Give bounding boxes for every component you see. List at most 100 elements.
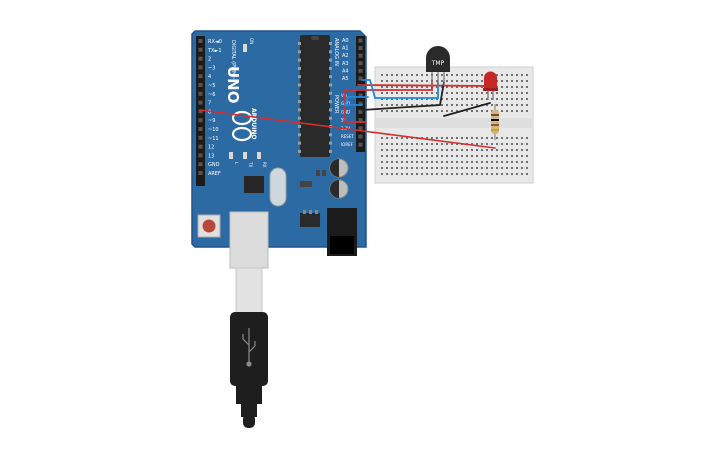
breadboard-hole	[501, 104, 503, 106]
breadboard-hole	[421, 92, 423, 94]
breadboard-hole	[406, 104, 408, 106]
breadboard-hole	[471, 86, 473, 88]
pin-hole	[198, 127, 203, 131]
digital-pin-label: ~11	[208, 136, 219, 142]
breadboard-hole	[496, 74, 498, 76]
digital-pin-label: GND	[208, 162, 220, 168]
digital-pin-label: 8	[208, 109, 211, 115]
breadboard-hole	[441, 110, 443, 112]
breadboard-hole	[526, 80, 528, 82]
breadboard-hole	[511, 137, 513, 139]
smd-component	[300, 181, 312, 187]
breadboard-hole	[421, 149, 423, 151]
breadboard-hole	[431, 143, 433, 145]
breadboard-hole	[391, 74, 393, 76]
breadboard-hole	[471, 137, 473, 139]
breadboard-hole	[476, 86, 478, 88]
breadboard-hole	[396, 143, 398, 145]
breadboard-hole	[446, 92, 448, 94]
breadboard-hole	[416, 104, 418, 106]
breadboard-hole	[471, 161, 473, 163]
breadboard-hole	[521, 104, 523, 106]
wire-blue	[343, 96, 369, 106]
analog-pin-label: A2	[342, 53, 349, 59]
breadboard-hole	[406, 98, 408, 100]
breadboard-hole	[521, 143, 523, 145]
breadboard-hole	[416, 143, 418, 145]
breadboard-hole	[461, 137, 463, 139]
pin-hole	[358, 93, 363, 98]
breadboard-hole	[496, 167, 498, 169]
breadboard-hole	[496, 161, 498, 163]
pin-hole	[198, 47, 203, 52]
reset-button[interactable]	[197, 214, 221, 238]
breadboard-hole	[416, 86, 418, 88]
crystal-oscillator	[269, 167, 287, 207]
wire-red	[357, 84, 496, 87]
breadboard-hole	[451, 137, 453, 139]
breadboard-hole	[401, 104, 403, 106]
breadboard-hole	[481, 143, 483, 145]
wires	[199, 79, 496, 149]
l-led	[229, 152, 233, 159]
breadboard-hole	[521, 137, 523, 139]
breadboard-hole	[476, 173, 478, 175]
breadboard-hole	[406, 167, 408, 169]
breadboard-hole	[451, 155, 453, 157]
chip-pin	[298, 108, 301, 112]
pin-hole	[198, 171, 203, 175]
breadboard-hole	[526, 86, 528, 88]
breadboard-hole	[391, 104, 393, 106]
breadboard-hole	[476, 74, 478, 76]
breadboard-hole	[486, 161, 488, 163]
breadboard-hole	[406, 80, 408, 82]
breadboard-hole	[446, 173, 448, 175]
breadboard-hole	[491, 167, 493, 169]
breadboard-hole	[381, 137, 383, 139]
breadboard-hole	[391, 98, 393, 100]
breadboard-hole	[476, 110, 478, 112]
pin-hole	[358, 118, 363, 123]
breadboard-hole	[516, 137, 518, 139]
breadboard-hole	[461, 173, 463, 175]
digital-pin-label: 7	[208, 101, 211, 107]
breadboard-hole	[391, 143, 393, 145]
breadboard-hole	[436, 80, 438, 82]
breadboard-hole	[386, 80, 388, 82]
breadboard-hole	[441, 149, 443, 151]
breadboard-hole	[391, 161, 393, 163]
breadboard-hole	[456, 167, 458, 169]
wire-black	[361, 81, 445, 111]
breadboard-hole	[401, 155, 403, 157]
breadboard-hole	[526, 74, 528, 76]
breadboard-hole	[521, 74, 523, 76]
breadboard-hole	[436, 86, 438, 88]
breadboard-hole	[406, 110, 408, 112]
breadboard-hole	[446, 149, 448, 151]
breadboard-hole	[461, 161, 463, 163]
breadboard-hole	[426, 80, 428, 82]
breadboard-hole	[391, 92, 393, 94]
breadboard-hole	[486, 92, 488, 94]
breadboard-hole	[386, 92, 388, 94]
breadboard-hole	[396, 149, 398, 151]
breadboard-hole	[471, 98, 473, 100]
breadboard-hole	[381, 104, 383, 106]
breadboard-hole	[431, 173, 433, 175]
breadboard-hole	[486, 137, 488, 139]
breadboard-hole	[506, 110, 508, 112]
breadboard-hole	[406, 86, 408, 88]
breadboard-hole	[516, 98, 518, 100]
breadboard-hole	[426, 149, 428, 151]
breadboard-hole	[426, 137, 428, 139]
breadboard-hole	[426, 143, 428, 145]
wire-blue	[361, 79, 439, 99]
digital-pin-label: ~5	[208, 83, 215, 89]
resistor	[491, 104, 499, 140]
breadboard-hole	[461, 92, 463, 94]
breadboard-hole	[416, 98, 418, 100]
usb-symbol-icon	[242, 328, 256, 367]
analog-pin-label: A5	[342, 76, 349, 82]
breadboard-hole	[446, 86, 448, 88]
